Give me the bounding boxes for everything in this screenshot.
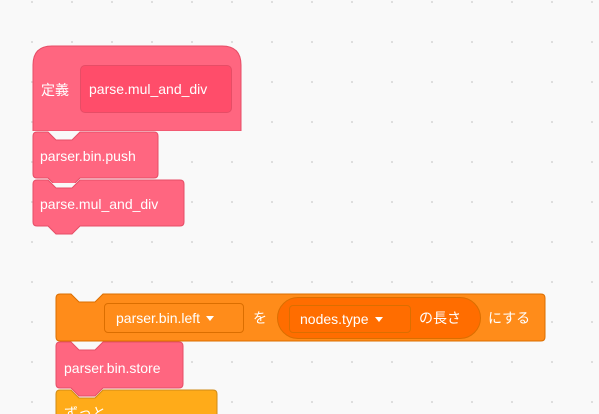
- define-prototype-block[interactable]: parse.mul_and_div: [80, 65, 232, 113]
- define-prototype-label: parse.mul_and_div: [89, 81, 208, 97]
- call-block-label: parse.mul_and_div: [40, 196, 159, 212]
- length-of-reporter[interactable]: nodes.type の長さ: [277, 297, 481, 339]
- length-of-variable-label: nodes.type: [300, 310, 383, 328]
- call-block-label: parser.bin.store: [64, 360, 161, 376]
- forever-block[interactable]: ずっと: [55, 389, 219, 414]
- block-shape: [55, 389, 218, 414]
- set-word-wo: を: [253, 310, 267, 326]
- block-shape: [32, 131, 159, 183]
- define-hat-block[interactable]: 定義 parse.mul_and_div: [32, 45, 242, 131]
- call-block-parse-mul-and-div[interactable]: parse.mul_and_div: [32, 179, 188, 237]
- length-of-variable-dropdown[interactable]: nodes.type: [289, 305, 411, 333]
- set-variable-block[interactable]: parser.bin.left を nodes.type の長さ にする: [55, 293, 547, 345]
- set-word-ni-suru: にする: [488, 310, 531, 326]
- block-shape: [55, 341, 184, 397]
- block-shape: [32, 179, 185, 235]
- length-suffix-label: の長さ: [419, 310, 461, 326]
- chevron-down-icon: [374, 316, 383, 322]
- call-block-label: parser.bin.push: [40, 148, 136, 164]
- call-block-parser-bin-push[interactable]: parser.bin.push: [32, 131, 160, 183]
- call-block-parser-bin-store[interactable]: parser.bin.store: [55, 341, 185, 397]
- chevron-down-icon: [206, 315, 215, 321]
- variable-dropdown[interactable]: parser.bin.left: [104, 303, 244, 333]
- variable-dropdown-label: parser.bin.left: [116, 309, 215, 327]
- define-prefix-label: 定義: [41, 82, 69, 98]
- forever-label: ずっと: [64, 405, 106, 414]
